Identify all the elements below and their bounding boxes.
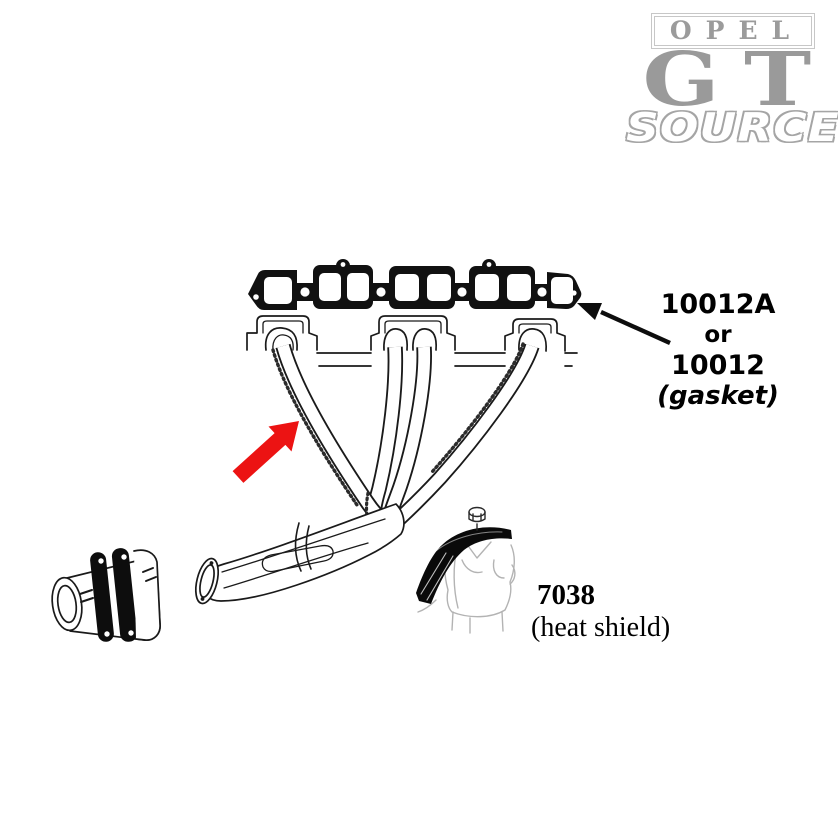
- heat-shield-callout: 7038 (heat shield): [531, 579, 670, 644]
- gasket-label: (gasket): [657, 381, 779, 411]
- gasket-part-number-a: 10012A: [660, 289, 776, 320]
- collector-pipe: [194, 503, 405, 605]
- heat-shield-drawing: [416, 506, 516, 634]
- heat-shield-part-number: 7038: [537, 579, 595, 611]
- exhaust-header-drawing: [194, 315, 578, 605]
- gasket-callout: 10012A or 10012 (gasket): [652, 289, 784, 412]
- flange-coupling-drawing: [51, 548, 161, 642]
- black-arrow-icon: [577, 303, 671, 346]
- gasket-part-number-b: 10012: [671, 350, 765, 381]
- gasket-conjunction: or: [704, 322, 732, 348]
- gt-logo-text: GT: [642, 37, 836, 123]
- bolt-icon: [468, 506, 486, 531]
- red-arrow-icon: [232, 421, 299, 483]
- gasket-drawing: [248, 259, 582, 310]
- opel-logo-text: OPEL: [669, 16, 804, 45]
- brand-logo: OPEL GT SOURCE: [626, 13, 838, 148]
- heat-shield-band: [416, 527, 512, 604]
- heat-shield-label: (heat shield): [531, 612, 671, 643]
- opel-badge: OPEL: [650, 13, 816, 49]
- source-logo-text: SOURCE: [626, 106, 838, 151]
